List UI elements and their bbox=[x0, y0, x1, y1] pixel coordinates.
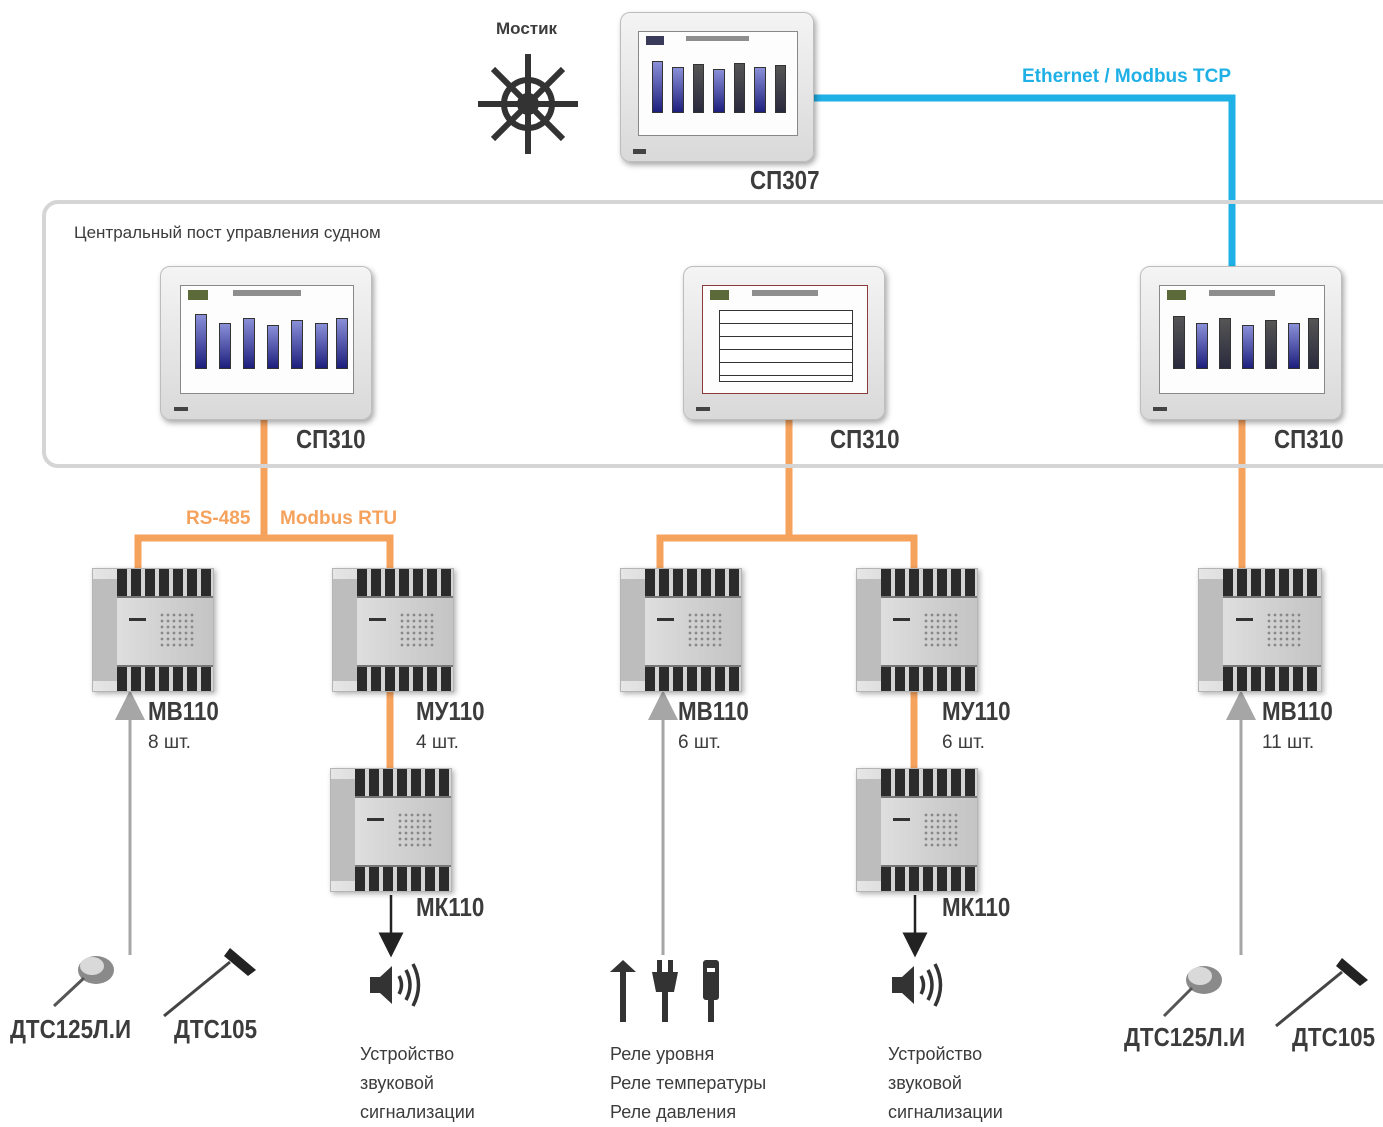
module-count: 8 шт. bbox=[148, 732, 191, 753]
ethernet-line bbox=[808, 94, 1236, 268]
panel-screen bbox=[1159, 285, 1325, 394]
module-mv110-left bbox=[92, 568, 214, 692]
speaker-icon bbox=[892, 963, 943, 1007]
bridge-label: Мостик bbox=[496, 19, 558, 38]
module-label: МУ110 bbox=[416, 696, 485, 726]
level-relay-icon bbox=[610, 960, 636, 1022]
temperature-sensor-icon bbox=[1162, 966, 1222, 1018]
module-label: МВ110 bbox=[148, 696, 219, 726]
rs485-bus-left bbox=[134, 534, 394, 570]
module-label: МК110 bbox=[942, 892, 1011, 922]
module-label: МВ110 bbox=[1262, 696, 1333, 726]
module-mu110-left bbox=[332, 568, 454, 692]
panel-label-sp307: СП307 bbox=[750, 165, 820, 195]
control-room-title: Центральный пост управления судном bbox=[74, 223, 381, 242]
modbus-rtu-label: Modbus RTU bbox=[280, 508, 398, 529]
speaker-icon bbox=[370, 963, 421, 1007]
temperature-sensor-icon bbox=[52, 956, 114, 1008]
panel-label-sp310-middle: СП310 bbox=[830, 424, 900, 454]
ship-wheel-icon bbox=[478, 54, 578, 154]
rs485-label: RS-485 bbox=[186, 508, 251, 529]
module-count: 6 шт. bbox=[678, 732, 721, 753]
temperature-sensor-icon bbox=[1275, 958, 1368, 1028]
module-mk110-left bbox=[330, 768, 452, 892]
sensor-label: ДТС125Л.И bbox=[1124, 1022, 1246, 1052]
panel-screen bbox=[702, 285, 868, 394]
module-count: 4 шт. bbox=[416, 732, 459, 753]
rs485-bus-middle bbox=[656, 534, 918, 570]
panel-screen bbox=[179, 285, 355, 394]
panel-label-sp310-left: СП310 bbox=[296, 424, 366, 454]
temperature-sensor-icon bbox=[163, 948, 256, 1018]
ethernet-label: Ethernet / Modbus TCP bbox=[1022, 66, 1231, 87]
hmi-panel-sp310-middle bbox=[683, 266, 885, 420]
temperature-relay-icon bbox=[652, 960, 678, 1022]
hmi-panel-sp310-left bbox=[160, 266, 372, 420]
sensor-label: ДТС105 bbox=[174, 1014, 258, 1044]
hmi-panel-sp307 bbox=[620, 12, 814, 162]
panel-screen bbox=[638, 30, 798, 137]
sensor-label: ДТС105 bbox=[1292, 1022, 1376, 1052]
module-label: МВ110 bbox=[678, 696, 749, 726]
module-label: МК110 bbox=[416, 892, 485, 922]
module-mv110-middle bbox=[620, 568, 742, 692]
module-count: 11 шт. bbox=[1262, 732, 1315, 753]
module-label: МУ110 bbox=[942, 696, 1011, 726]
control-room-frame bbox=[42, 200, 1383, 468]
panel-label-sp310-right: СП310 bbox=[1274, 424, 1344, 454]
module-mu110-middle bbox=[856, 568, 978, 692]
hmi-panel-sp310-right bbox=[1140, 266, 1342, 420]
sensor-label: ДТС125Л.И bbox=[10, 1014, 132, 1044]
pressure-relay-icon bbox=[703, 960, 719, 1022]
module-mv110-right bbox=[1198, 568, 1322, 692]
module-count: 6 шт. bbox=[942, 732, 985, 753]
module-mk110-middle bbox=[856, 768, 978, 892]
